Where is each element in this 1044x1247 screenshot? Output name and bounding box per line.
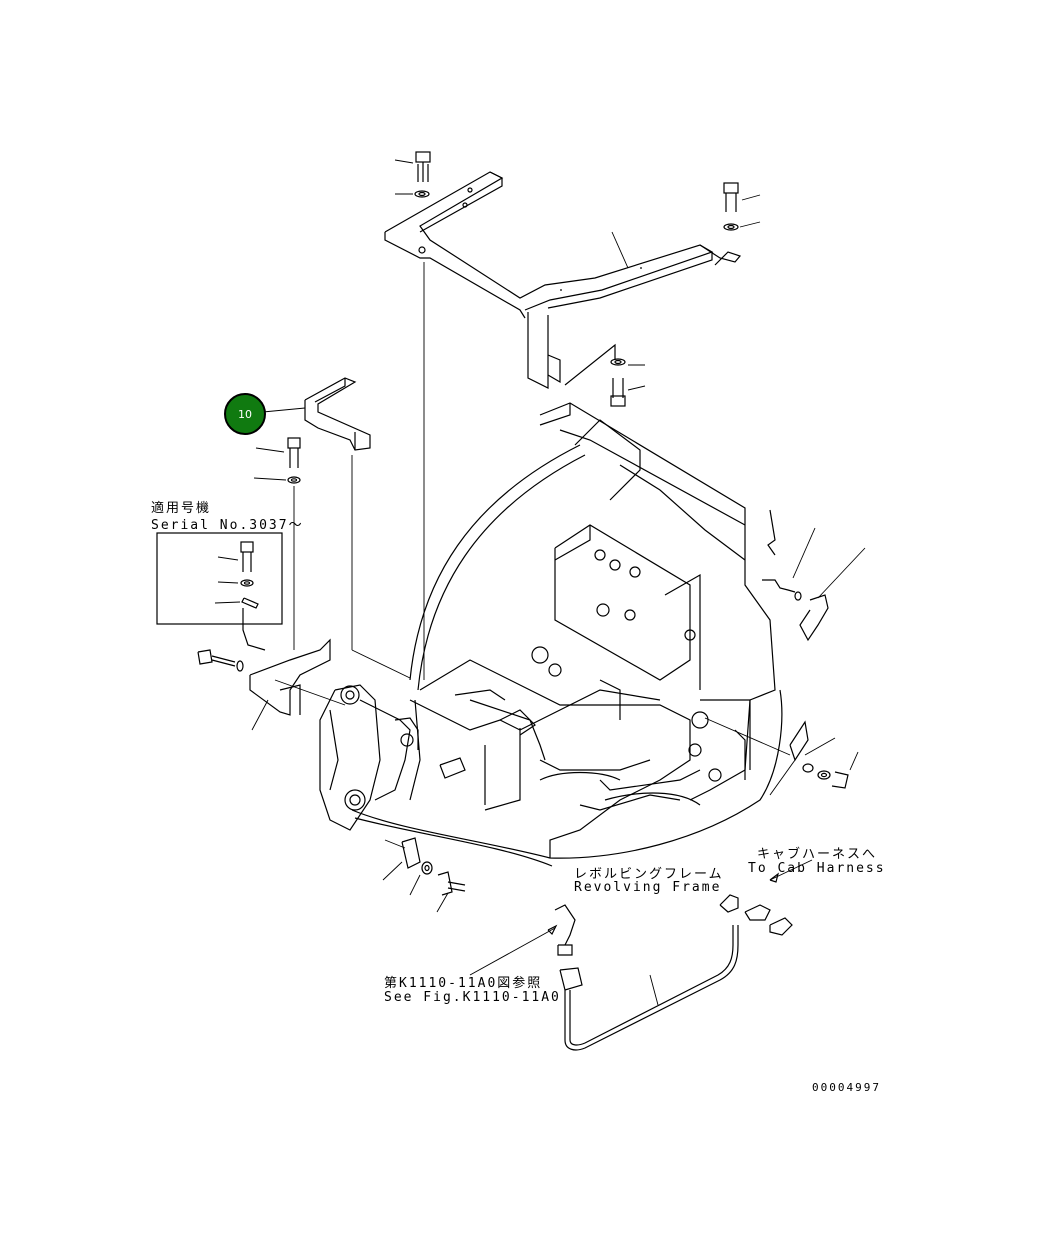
revolving-frame-label-jp: レボルビングフレーム	[574, 867, 724, 882]
front-bottom-parts	[382, 837, 466, 913]
cab-harness	[469, 859, 813, 1051]
left-mount-parts	[197, 638, 346, 731]
small-bracket	[262, 377, 371, 451]
see-fig-label-jp: 第K1110-11A0図参照	[384, 976, 543, 991]
top-bracket	[384, 171, 742, 389]
callout-number: 10	[238, 407, 252, 421]
mid-bolt	[564, 343, 646, 407]
serial-box-parts	[214, 541, 266, 651]
top-bolt-right	[723, 182, 761, 231]
revolving-frame-label-en: Revolving Frame	[574, 880, 722, 895]
cab-harness-label-jp: キャブハーネスへ	[757, 847, 878, 862]
drawing-number: 00004997	[812, 1081, 881, 1094]
serial-box-title-jp: 適用号機	[151, 501, 212, 516]
cab-harness-label-en: To Cab Harness	[748, 861, 886, 876]
small-bracket-bolt	[253, 437, 301, 484]
item-10-callout[interactable]: 10	[224, 393, 266, 435]
revolving-frame	[319, 402, 783, 867]
right-side-parts	[704, 509, 866, 796]
see-fig-label-en: See Fig.K1110-11A0	[384, 990, 561, 1005]
serial-box-frame	[156, 532, 283, 625]
serial-box-serial-no: Serial No.3037～	[151, 518, 304, 533]
top-bolt-left	[394, 151, 431, 198]
